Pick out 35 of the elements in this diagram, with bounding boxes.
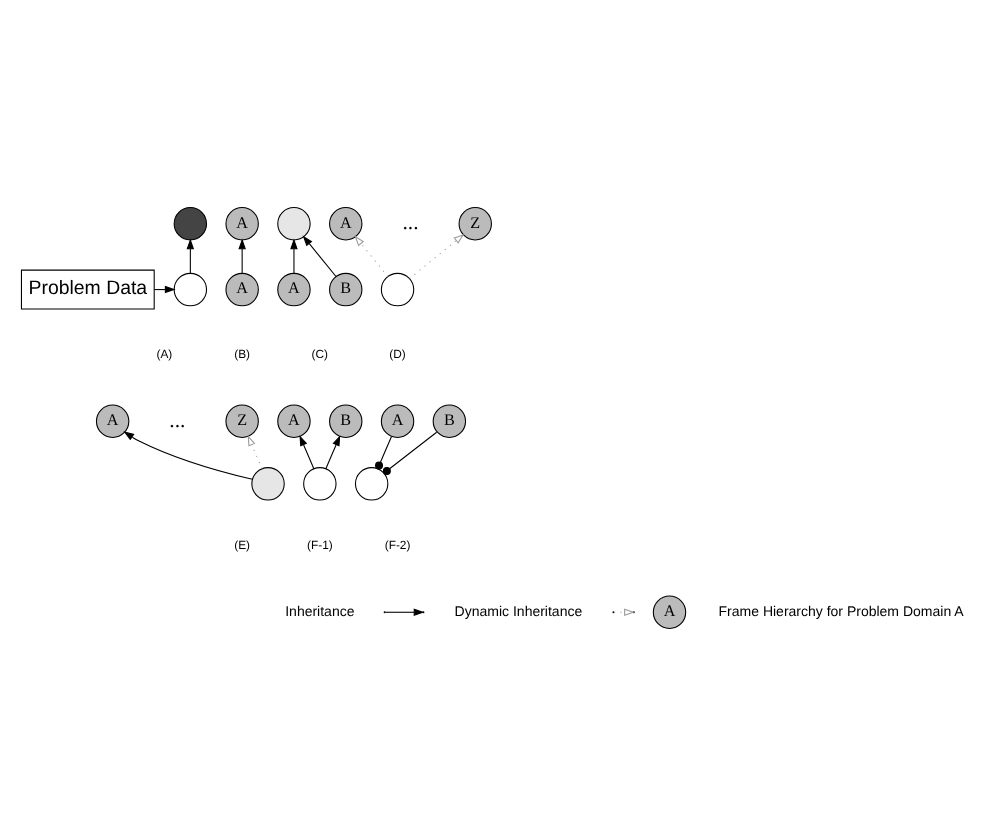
arrow [247, 434, 263, 469]
node-circle: A [380, 403, 415, 437]
node-circle [303, 466, 337, 500]
arrow [409, 232, 465, 279]
node-circle: Z [458, 206, 492, 240]
node-circle: A [329, 206, 363, 240]
arrow [238, 237, 246, 273]
connector [382, 430, 438, 474]
node-circle [173, 206, 208, 240]
node-circle: B [329, 271, 363, 306]
node-circle: B [432, 403, 467, 437]
node-circle [277, 206, 311, 240]
node-circle: Z [225, 403, 259, 437]
node-circle: B [329, 403, 363, 437]
node-circle: A [95, 403, 130, 437]
node-box: Problem Data [20, 268, 155, 309]
arrow [325, 434, 341, 469]
arrow [186, 237, 195, 273]
node-circle [380, 271, 415, 306]
arrow [290, 237, 298, 273]
label: ... [169, 407, 186, 432]
arrow [354, 234, 389, 277]
connector [375, 435, 392, 469]
node-circle: A [652, 594, 687, 628]
node-circle [251, 466, 285, 500]
arrow [302, 234, 337, 277]
arrow [123, 430, 253, 479]
node-circle: A [277, 271, 311, 306]
node-circle: A [225, 206, 259, 240]
label: ... [402, 210, 419, 235]
node-circle: A [277, 403, 311, 437]
node-circle [173, 271, 208, 306]
node-circle: A [225, 271, 259, 306]
arrow [299, 434, 315, 469]
arrow [153, 284, 176, 293]
